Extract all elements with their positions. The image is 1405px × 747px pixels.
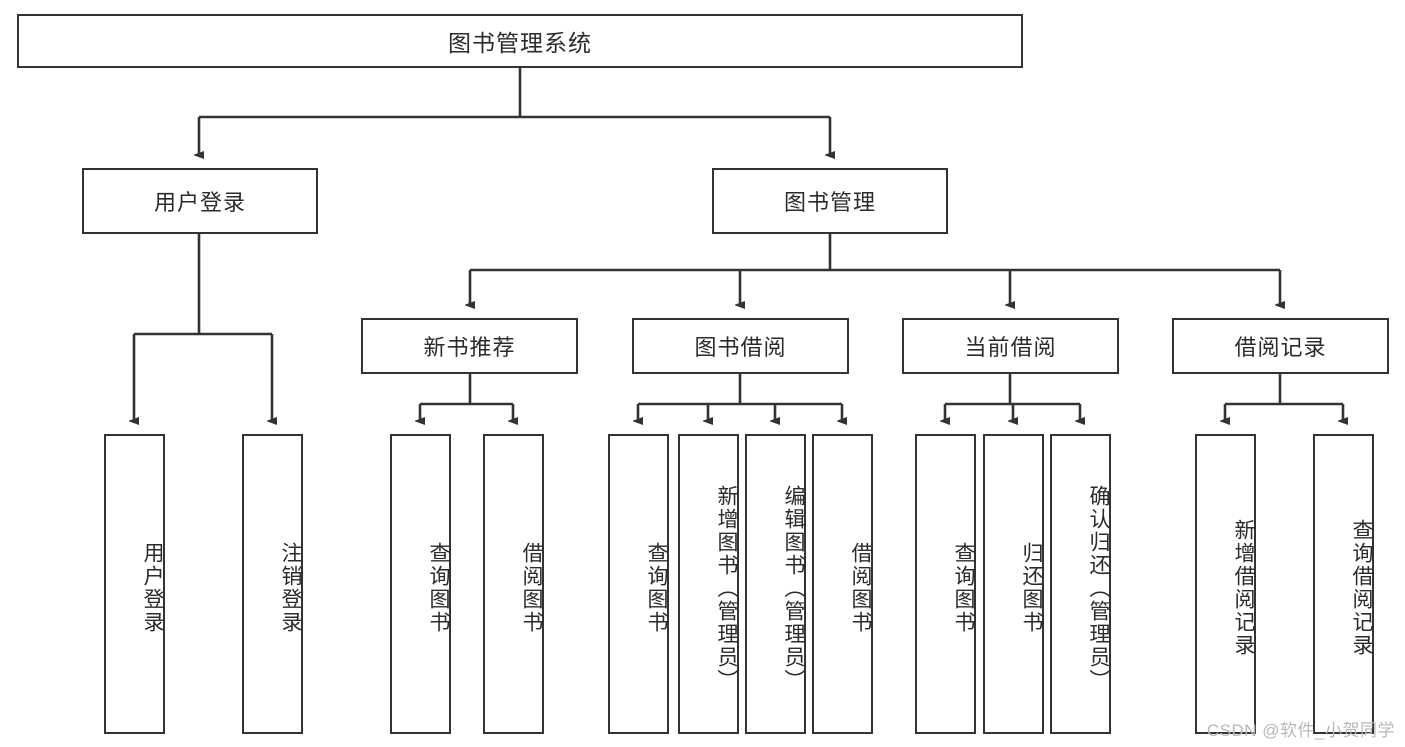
node-leaf-borrow-book-1[interactable]: 借阅图书 — [483, 434, 544, 734]
node-leaf-user-login[interactable]: 用户登录 — [104, 434, 165, 734]
node-label: 新增图书（管理员） — [715, 484, 738, 692]
node-label: 借阅图书 — [849, 542, 872, 634]
node-label: 图书管理 — [783, 190, 876, 215]
watermark: CSDN @软件_小贺同学 — [1206, 721, 1395, 740]
node-label: 用户登录 — [141, 542, 164, 634]
node-leaf-edit-book[interactable]: 编辑图书（管理员） — [745, 434, 806, 734]
node-label: 查询借阅记录 — [1350, 519, 1373, 657]
node-label: 当前借阅 — [964, 335, 1057, 360]
node-leaf-query-book-2[interactable]: 查询图书 — [608, 434, 669, 734]
node-label: 查询图书 — [645, 542, 668, 634]
node-user-login[interactable]: 用户登录 — [82, 168, 318, 234]
node-label: 借阅图书 — [520, 542, 543, 634]
node-root[interactable]: 图书管理系统 — [17, 14, 1023, 68]
node-label: 查询图书 — [952, 542, 975, 634]
node-leaf-add-book[interactable]: 新增图书（管理员） — [678, 434, 739, 734]
node-label: 确认归还（管理员） — [1087, 484, 1110, 692]
node-label: 图书借阅 — [694, 335, 787, 360]
node-leaf-logout[interactable]: 注销登录 — [242, 434, 303, 734]
node-label: 新书推荐 — [423, 335, 516, 360]
node-label: 借阅记录 — [1234, 335, 1327, 360]
node-leaf-confirm-return[interactable]: 确认归还（管理员） — [1050, 434, 1111, 734]
node-leaf-add-record[interactable]: 新增借阅记录 — [1195, 434, 1256, 734]
node-book-borrow[interactable]: 图书借阅 — [632, 318, 849, 374]
node-leaf-query-book-3[interactable]: 查询图书 — [915, 434, 976, 734]
node-leaf-return-book[interactable]: 归还图书 — [983, 434, 1044, 734]
node-leaf-query-book-1[interactable]: 查询图书 — [390, 434, 451, 734]
node-label: 用户登录 — [153, 190, 246, 215]
node-current-borrow[interactable]: 当前借阅 — [902, 318, 1119, 374]
node-label: 图书管理系统 — [448, 30, 592, 56]
node-label: 编辑图书（管理员） — [782, 484, 805, 692]
node-label: 注销登录 — [279, 542, 302, 634]
node-book-manage[interactable]: 图书管理 — [712, 168, 948, 234]
node-leaf-query-record[interactable]: 查询借阅记录 — [1313, 434, 1374, 734]
node-label: 归还图书 — [1020, 542, 1043, 634]
node-borrow-record[interactable]: 借阅记录 — [1172, 318, 1389, 374]
node-new-book-rec[interactable]: 新书推荐 — [361, 318, 578, 374]
node-label: 新增借阅记录 — [1232, 519, 1255, 657]
node-leaf-borrow-book-2[interactable]: 借阅图书 — [812, 434, 873, 734]
node-label: 查询图书 — [427, 542, 450, 634]
